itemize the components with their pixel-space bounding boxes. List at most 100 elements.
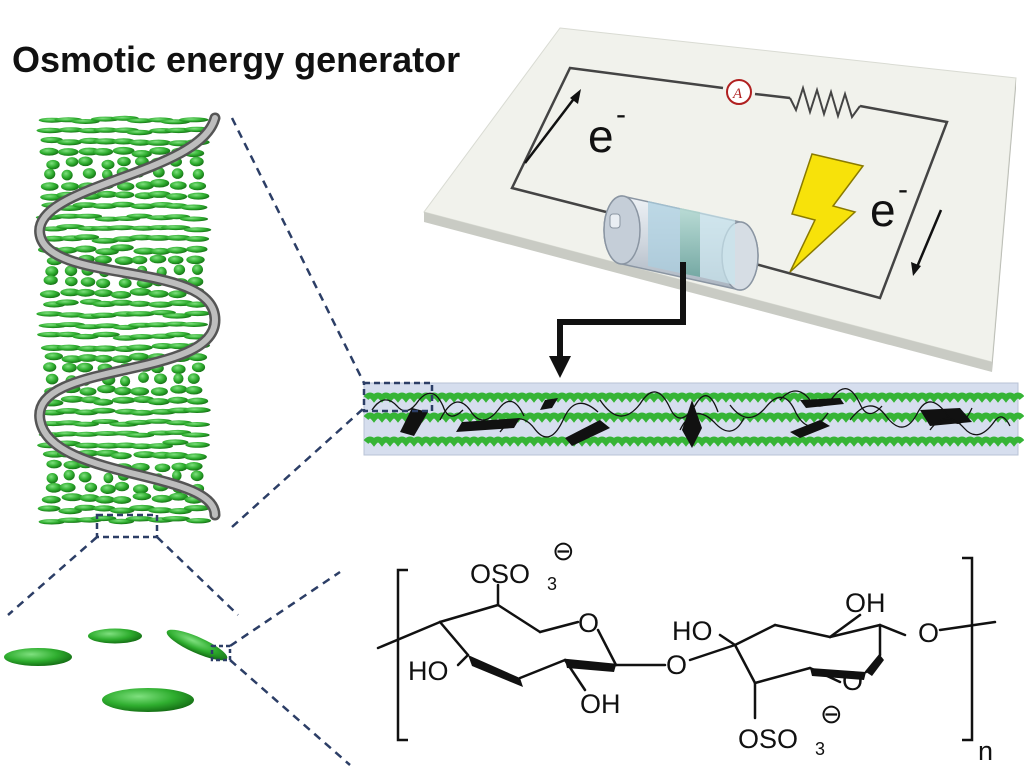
fiber-particle xyxy=(56,224,85,230)
fiber-particle xyxy=(169,492,188,501)
fiber-particle xyxy=(150,178,170,188)
fiber-particle xyxy=(82,168,96,179)
fiber-particle xyxy=(95,495,116,504)
fiber-particle xyxy=(126,344,153,351)
zoom-lines-ellipses xyxy=(7,536,239,616)
membrane-nanosheet xyxy=(682,400,702,448)
diagram-title: Osmotic energy generator xyxy=(12,39,460,80)
fiber-particle xyxy=(180,204,208,211)
column-zoom-box xyxy=(95,513,159,539)
fiber-particle xyxy=(183,505,210,512)
fiber-particle xyxy=(61,182,79,191)
fiber-particle xyxy=(187,192,210,200)
membrane-nanosheet xyxy=(456,418,520,432)
fiber-particle xyxy=(187,397,209,405)
fiber-particle xyxy=(165,193,188,201)
fiber-particle xyxy=(94,289,113,297)
fiber-particle xyxy=(57,139,82,146)
fiber-particle xyxy=(79,387,97,396)
fiber-particle xyxy=(74,245,97,253)
fiber-particle xyxy=(92,505,116,512)
electron-right-charge: - xyxy=(898,173,908,206)
polymer-osoa-bottom: OSO xyxy=(738,724,798,754)
fiber-particle xyxy=(173,373,184,384)
fiber-particle xyxy=(92,148,114,156)
polymer-ho-left: HO xyxy=(408,656,449,686)
fiber-particle xyxy=(183,407,211,413)
fiber-particle xyxy=(77,354,99,362)
fiber-particle xyxy=(73,213,103,219)
fiber-particle xyxy=(132,492,152,501)
fiber-particle xyxy=(114,481,130,492)
fiber-particle xyxy=(39,290,61,299)
fiber-particle xyxy=(126,129,153,136)
fiber-particle xyxy=(80,277,96,287)
fiber-particle xyxy=(171,364,186,375)
fiber-particle xyxy=(79,494,100,502)
fiber-particle xyxy=(131,150,152,158)
fiber-particle xyxy=(107,225,137,231)
fiber-particle xyxy=(45,266,59,277)
fiber-particle xyxy=(64,265,78,277)
fiber-particle xyxy=(72,421,99,427)
fiber-particle xyxy=(125,516,154,522)
fiber-particle xyxy=(170,385,188,394)
right-bracket xyxy=(962,556,974,742)
fiber-particle xyxy=(91,203,118,210)
polymer-osoa-top-sub: 3 xyxy=(547,574,557,594)
electron-right-symbol: e xyxy=(870,184,896,236)
fiber-particle xyxy=(169,181,187,190)
fiber-particle xyxy=(147,301,173,308)
circuit-board xyxy=(423,27,1017,372)
fiber-particle xyxy=(96,278,111,289)
fiber-particle xyxy=(45,373,59,385)
ellipse-particles xyxy=(4,628,228,712)
membrane-nanosheet xyxy=(565,420,610,446)
polymer-ho-mid: HO xyxy=(672,616,713,646)
fiber-particle xyxy=(84,482,98,493)
fiber-particle xyxy=(114,191,135,199)
fiber-particle xyxy=(114,256,134,266)
fiber-particle xyxy=(131,255,148,265)
fiber-particle xyxy=(129,288,152,296)
fiber-particle xyxy=(178,117,209,123)
fiber-particle xyxy=(60,395,85,403)
fiber-particle xyxy=(171,168,184,179)
fiber-particle xyxy=(100,484,116,495)
fiber-particle xyxy=(103,472,114,484)
fiber-particle xyxy=(91,312,118,318)
fiber-particle xyxy=(92,331,120,338)
fiber-particle xyxy=(46,159,60,170)
fiber-particle xyxy=(129,334,155,340)
fiber-particle xyxy=(40,136,63,144)
fiber-particle xyxy=(149,147,171,155)
fiber-particle xyxy=(189,156,204,167)
membrane-fiber xyxy=(363,392,1024,403)
fiber-particle xyxy=(46,459,62,469)
membrane-arrow xyxy=(549,262,686,378)
fiber-particle xyxy=(185,385,203,395)
polymer-osoa-bottom-sub: 3 xyxy=(815,739,825,759)
fiber-particle xyxy=(94,354,113,363)
fiber-particle xyxy=(129,409,155,416)
fiber-particle xyxy=(110,291,132,299)
fiber-particle xyxy=(135,181,155,190)
polymer-ring-o-1: O xyxy=(578,608,599,638)
fiber-particle xyxy=(167,255,184,265)
fiber-particle xyxy=(185,442,210,448)
membrane-zoom-box xyxy=(362,381,434,413)
membrane-nanosheet xyxy=(790,420,830,438)
fiber-particle xyxy=(138,372,149,383)
fiber-particle xyxy=(117,156,131,167)
fiber-particle xyxy=(145,139,172,146)
fiber-particle xyxy=(45,483,63,493)
fiber-particle xyxy=(146,443,173,449)
fiber-particle xyxy=(120,375,131,387)
fiber-particle xyxy=(55,299,79,306)
fiber-particle xyxy=(63,469,75,481)
membrane-strip xyxy=(362,381,1024,456)
fiber-particle xyxy=(53,431,81,437)
fiber-particle xyxy=(171,462,188,472)
polymer-bridge-o: O xyxy=(666,650,687,680)
